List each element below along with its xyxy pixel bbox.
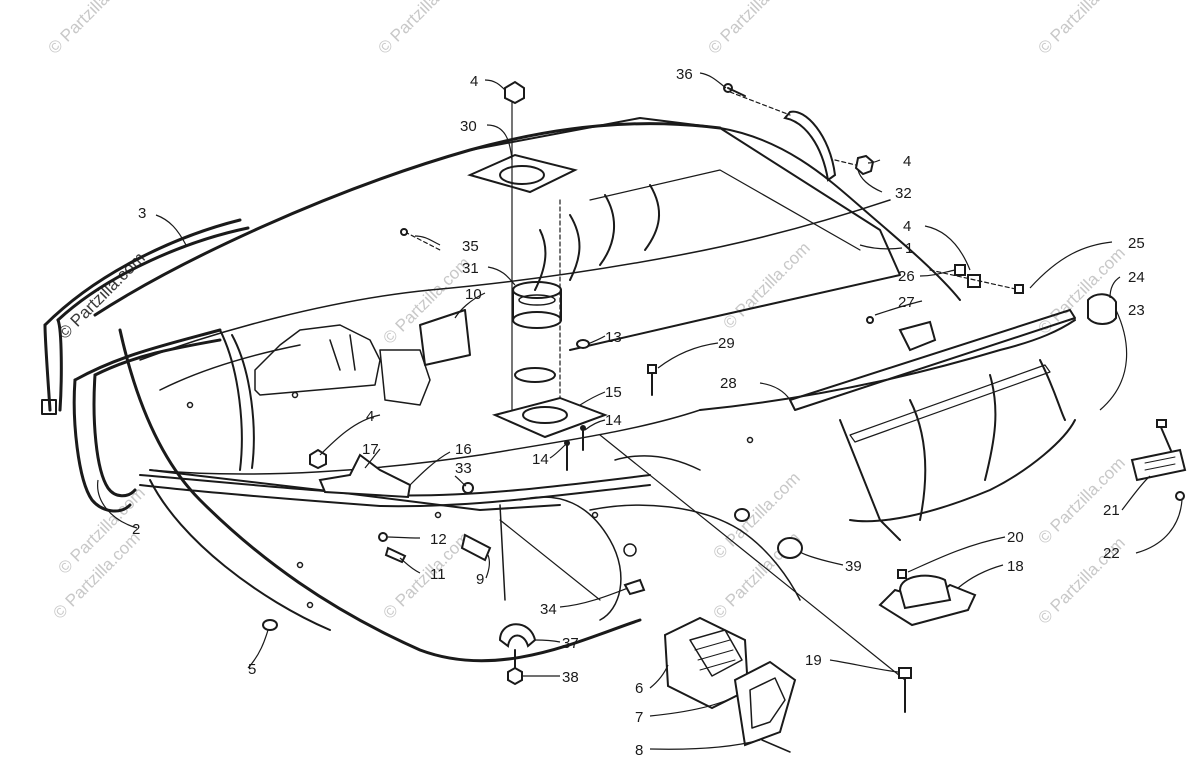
bumper-assembly xyxy=(41,218,651,513)
callout-3: 3 xyxy=(138,205,146,222)
callout-8: 8 xyxy=(635,742,643,759)
callout-34: 34 xyxy=(540,601,557,618)
callout-13: 13 xyxy=(605,329,622,346)
callout-22: 22 xyxy=(1103,545,1120,562)
callout-7: 7 xyxy=(635,709,643,726)
watermark: © Partzilla.com xyxy=(704,0,798,58)
callout-12: 12 xyxy=(430,531,447,548)
callout-6: 6 xyxy=(635,680,643,697)
callout-9: 9 xyxy=(476,571,484,588)
callout-28: 28 xyxy=(720,375,737,392)
callout-4: 4 xyxy=(470,73,478,90)
watermark: © Partzilla.com xyxy=(374,0,468,58)
callout-2: 2 xyxy=(132,521,140,538)
watermark: © Partzilla.com xyxy=(54,248,148,342)
headlight-boot-assembly xyxy=(663,616,797,753)
callout-10: 10 xyxy=(465,286,482,303)
watermark: © Partzilla.com xyxy=(1034,243,1128,337)
callout-17: 17 xyxy=(362,441,379,458)
watermark: © Partzilla.com xyxy=(719,238,813,332)
callout-5: 5 xyxy=(248,661,256,678)
trim-bracket-assembly xyxy=(723,83,875,182)
callout-labels: 1 2 3 4 4 4 4 5 6 7 8 9 10 11 12 13 14 1… xyxy=(132,66,1145,759)
callout-14: 14 xyxy=(605,412,622,429)
watermarks: © Partzilla.com © Partzilla.com © Partzi… xyxy=(44,0,1128,628)
right-hardware xyxy=(866,264,1187,501)
callout-19: 19 xyxy=(805,652,822,669)
watermark: © Partzilla.com xyxy=(44,0,138,58)
callout-4: 4 xyxy=(903,218,911,235)
callout-30: 30 xyxy=(460,118,477,135)
callout-32: 32 xyxy=(895,185,912,202)
callout-33: 33 xyxy=(455,460,472,477)
callout-15: 15 xyxy=(605,384,622,401)
callout-23: 23 xyxy=(1128,302,1145,319)
callout-20: 20 xyxy=(1007,529,1024,546)
callout-38: 38 xyxy=(562,669,579,686)
callout-21: 21 xyxy=(1103,502,1120,519)
callout-25: 25 xyxy=(1128,235,1145,252)
callout-26: 26 xyxy=(898,268,915,285)
rods xyxy=(400,228,441,251)
callout-1: 1 xyxy=(905,240,913,257)
callout-37: 37 xyxy=(562,635,579,652)
switch-bracket-assembly xyxy=(878,569,977,713)
leader-lines xyxy=(97,72,1183,750)
watermark: © Partzilla.com xyxy=(1034,0,1128,58)
callout-11: 11 xyxy=(430,566,446,583)
callout-35: 35 xyxy=(462,238,479,255)
callout-31: 31 xyxy=(462,260,479,277)
callout-24: 24 xyxy=(1128,269,1145,286)
callout-16: 16 xyxy=(455,441,472,458)
callout-14: 14 xyxy=(532,451,549,468)
steering-post-assembly xyxy=(467,80,657,471)
callout-36: 36 xyxy=(676,66,693,83)
callout-18: 18 xyxy=(1007,558,1024,575)
callout-39: 39 xyxy=(845,558,862,575)
callout-4: 4 xyxy=(903,153,911,170)
watermark: © Partzilla.com xyxy=(379,528,473,622)
hood-body xyxy=(93,117,1076,663)
callout-4: 4 xyxy=(366,408,374,425)
callout-27: 27 xyxy=(898,294,915,311)
left-hardware xyxy=(262,434,906,686)
callout-29: 29 xyxy=(718,335,735,352)
watermark: © Partzilla.com xyxy=(379,253,473,347)
